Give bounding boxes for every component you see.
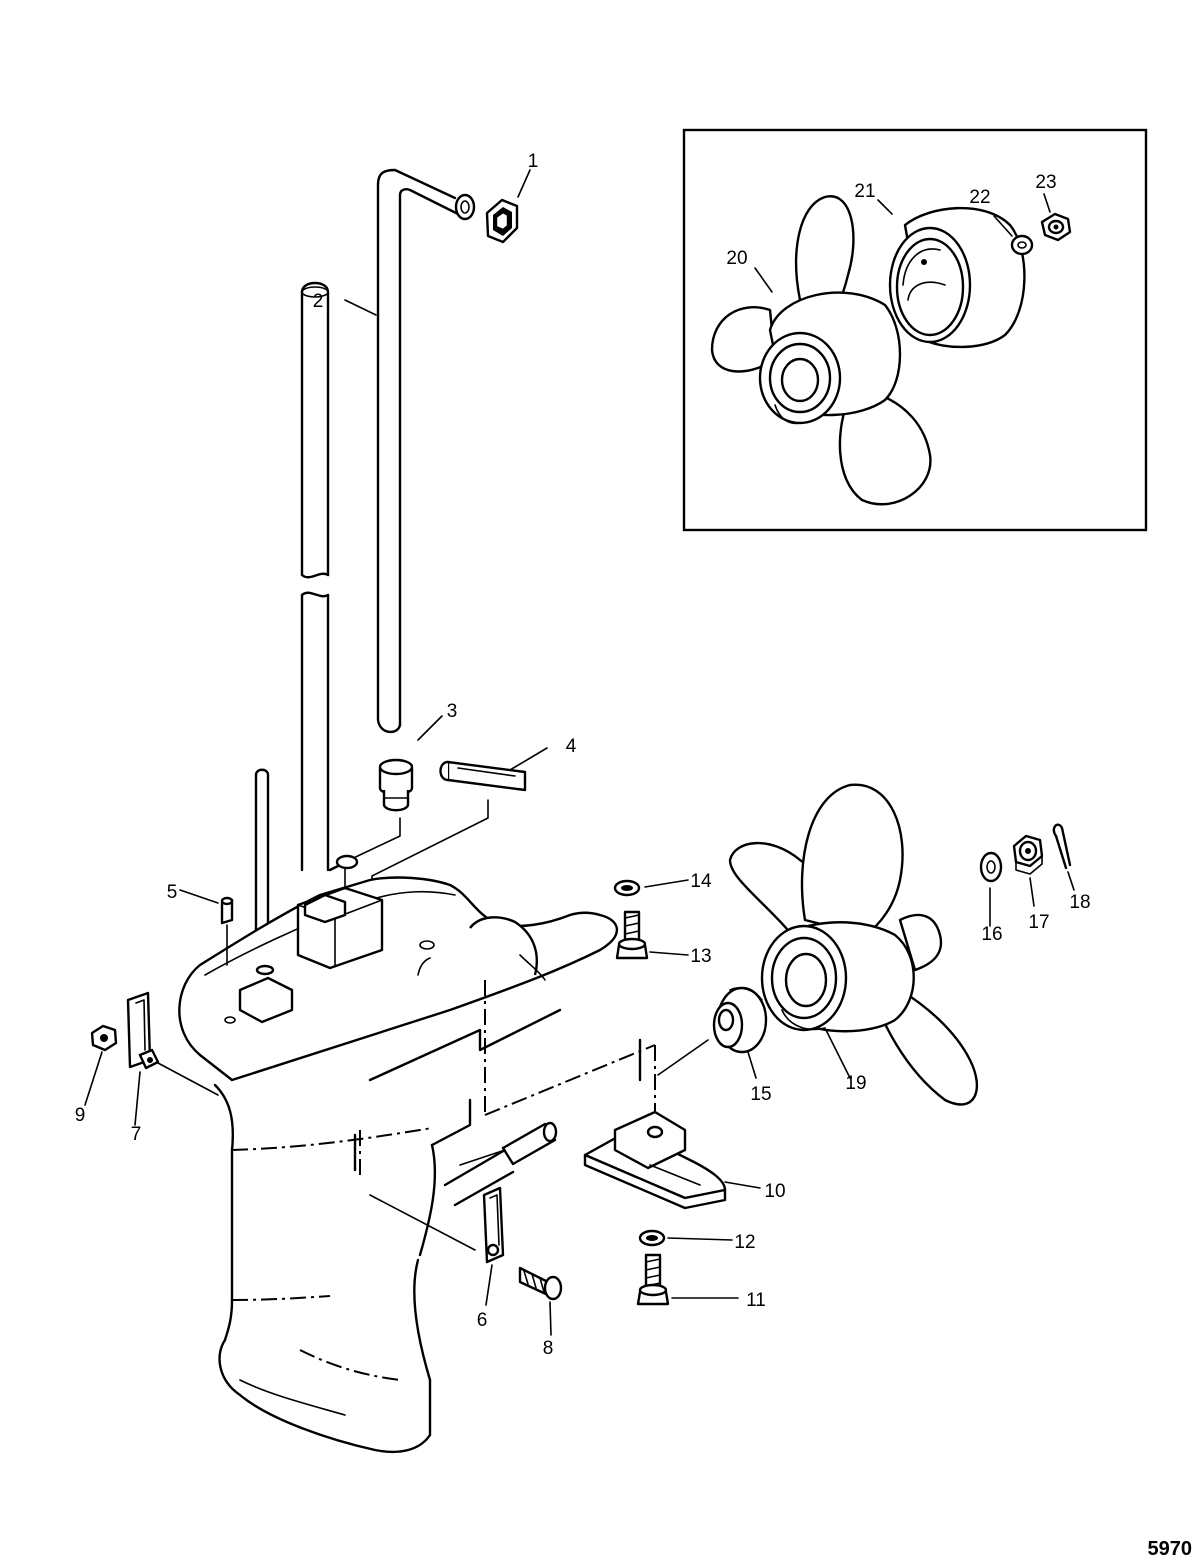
callout-21: 21 [854, 181, 875, 202]
callout-18: 18 [1069, 892, 1090, 913]
callout-6: 6 [477, 1310, 488, 1331]
callout-23: 23 [1035, 172, 1056, 193]
callout-5: 5 [167, 882, 178, 903]
callout-4: 4 [566, 736, 577, 757]
water-tube [376, 168, 476, 734]
anode-nut [90, 1024, 118, 1052]
water-tube-grommet [485, 198, 519, 244]
callouts: 1 2 3 4 5 6 7 8 9 10 11 12 13 14 15 16 1… [75, 151, 1091, 1359]
inset-washer [1010, 234, 1034, 256]
figure-number: 5970 [1148, 1538, 1193, 1560]
washer-16 [979, 851, 1003, 883]
callout-11: 11 [746, 1290, 766, 1311]
callout-22: 22 [969, 187, 990, 208]
callout-14: 14 [690, 871, 712, 892]
callout-17: 17 [1028, 912, 1049, 933]
cotter-pin [1052, 823, 1072, 870]
inset-propeller-adapter [888, 206, 1026, 349]
callout-7: 7 [131, 1124, 142, 1145]
water-tube-seal [378, 758, 414, 812]
trim-anode-plate [583, 1110, 727, 1210]
propeller [728, 783, 979, 1106]
pad-seal [439, 760, 527, 792]
gearcase-housing [178, 876, 642, 1454]
callout-20: 20 [726, 248, 747, 269]
lockwasher-12 [638, 1229, 666, 1247]
callout-19: 19 [845, 1073, 866, 1094]
inset-nut [1040, 212, 1072, 242]
callout-8: 8 [543, 1338, 554, 1359]
callout-13: 13 [690, 946, 711, 967]
callout-2: 2 [313, 291, 324, 312]
callout-12: 12 [734, 1232, 755, 1253]
anode-screw [518, 1266, 563, 1301]
inset-propeller [710, 195, 932, 506]
inset-frame [682, 128, 1148, 532]
callout-3: 3 [447, 701, 458, 722]
callout-1: 1 [528, 151, 539, 172]
trim-tab-anode-left [126, 991, 160, 1070]
callout-10: 10 [764, 1181, 785, 1202]
propeller-shaft [443, 1121, 558, 1207]
screw-11 [636, 1253, 670, 1306]
dowel-pin [220, 896, 234, 966]
callout-16: 16 [981, 924, 1002, 945]
screw-13 [615, 910, 649, 960]
prop-nut [1012, 834, 1044, 875]
thrust-hub [712, 986, 768, 1054]
anode-block [482, 1186, 505, 1264]
driveshaft [300, 281, 359, 872]
lockwasher-14 [613, 879, 641, 897]
phantom-lines [231, 980, 656, 1381]
callout-9: 9 [75, 1105, 86, 1126]
callout-15: 15 [750, 1084, 771, 1105]
